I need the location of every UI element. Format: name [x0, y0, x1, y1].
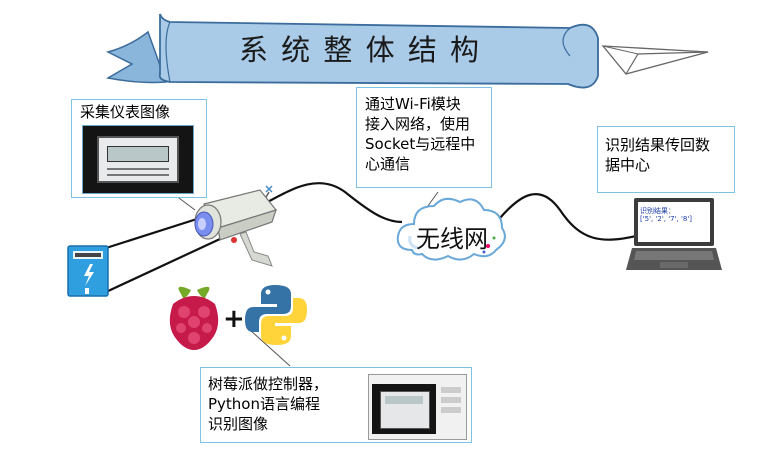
result-callout: 识别结果传回数 据中心: [597, 126, 735, 193]
result-callout-text: 识别结果传回数 据中心: [605, 136, 711, 174]
cloud-label: 无线网: [416, 225, 488, 253]
software-screenshot: [368, 374, 467, 440]
raspberry-pi-icon: [169, 286, 219, 350]
power-meter-icon: [67, 245, 109, 297]
laptop-screen-line2: ['5', '2', '7', '8']: [640, 215, 693, 223]
python-logo-icon: [245, 285, 307, 345]
capture-callout: 采集仪表图像: [71, 99, 207, 198]
camera-icon: [194, 185, 278, 267]
capture-callout-text: 采集仪表图像: [80, 103, 171, 121]
wifi-callout: 通过Wi-Fi模块 接入网络，使用 Socket与远程中 心通信: [356, 87, 492, 188]
controller-callout: 树莓派做控制器， Python语言编程 识别图像: [200, 367, 472, 443]
laptop-screen-line1: 识别结果：: [640, 207, 675, 215]
page-title: 系 统 整 体 结 构: [238, 33, 482, 67]
cloud-icon: [396, 197, 506, 261]
wifi-callout-text: 通过Wi-Fi模块 接入网络，使用 Socket与远程中 心通信: [365, 95, 476, 173]
laptop-icon: [626, 198, 722, 270]
plus-sign: +: [223, 304, 245, 334]
title-banner: [105, 13, 599, 89]
meter-photo: [82, 125, 194, 194]
paper-plane-icon: [601, 45, 709, 75]
controller-callout-text: 树莓派做控制器， Python语言编程 识别图像: [208, 375, 329, 433]
